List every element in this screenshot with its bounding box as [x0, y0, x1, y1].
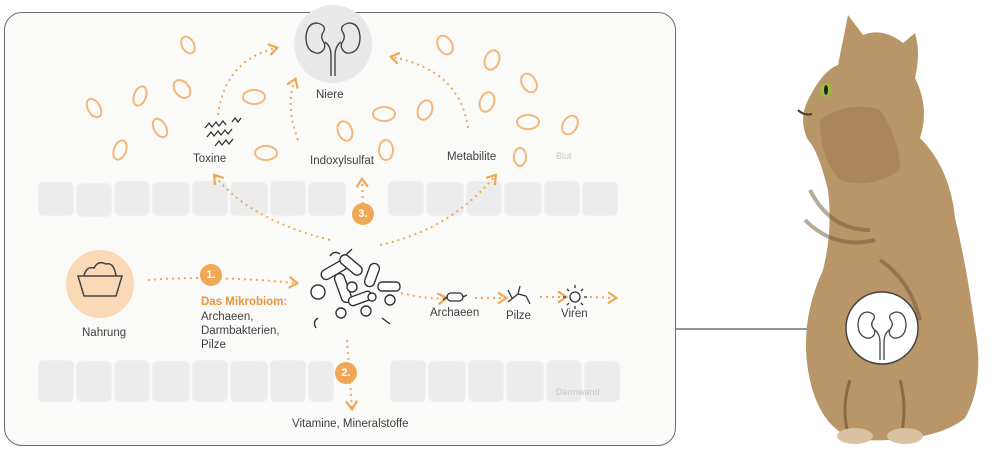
microbiome-icon [310, 248, 401, 329]
toxin-squiggle-icon [204, 116, 242, 147]
archaea-icon [442, 292, 468, 302]
label-viren: Viren [561, 308, 588, 320]
flow-arrows [147, 43, 619, 412]
intestinal-wall-top [37, 180, 619, 218]
label-mikrobiom-line1: Archaeen, [201, 311, 254, 323]
label-indoxylsulfat: Indoxylsulfat [310, 155, 374, 167]
label-mikrobiom-line2: Darmbakterien, [201, 325, 280, 337]
virus-icon [563, 285, 587, 309]
label-mikrobiom-title: Das Mikrobiom: [201, 296, 288, 308]
label-darmwand: Darmwand [556, 387, 600, 397]
label-mikrobiom-line3: Pilze [201, 339, 226, 351]
label-toxine: Toxine [193, 153, 227, 165]
kidney-icon [294, 5, 372, 83]
label-nahrung: Nahrung [82, 327, 127, 339]
intestinal-wall-bottom [37, 359, 621, 403]
label-pilze: Pilze [506, 310, 531, 322]
label-archaeen: Archaeen [430, 307, 480, 319]
fungi-icon [507, 285, 531, 305]
blood-cells [85, 34, 579, 167]
cat-photo [797, 15, 979, 444]
label-blut: Blut [556, 151, 572, 161]
label-vitamine: Vitamine, Mineralstoffe [292, 418, 409, 430]
step-1-badge: 1. [200, 264, 222, 286]
food-bowl-icon [66, 250, 134, 318]
cat-kidney-icon [845, 291, 919, 365]
label-metabolite: Metabilite [447, 151, 497, 163]
step-2-badge: 2. [335, 362, 357, 384]
label-niere: Niere [316, 89, 344, 101]
step-3-badge: 3. [352, 203, 374, 225]
